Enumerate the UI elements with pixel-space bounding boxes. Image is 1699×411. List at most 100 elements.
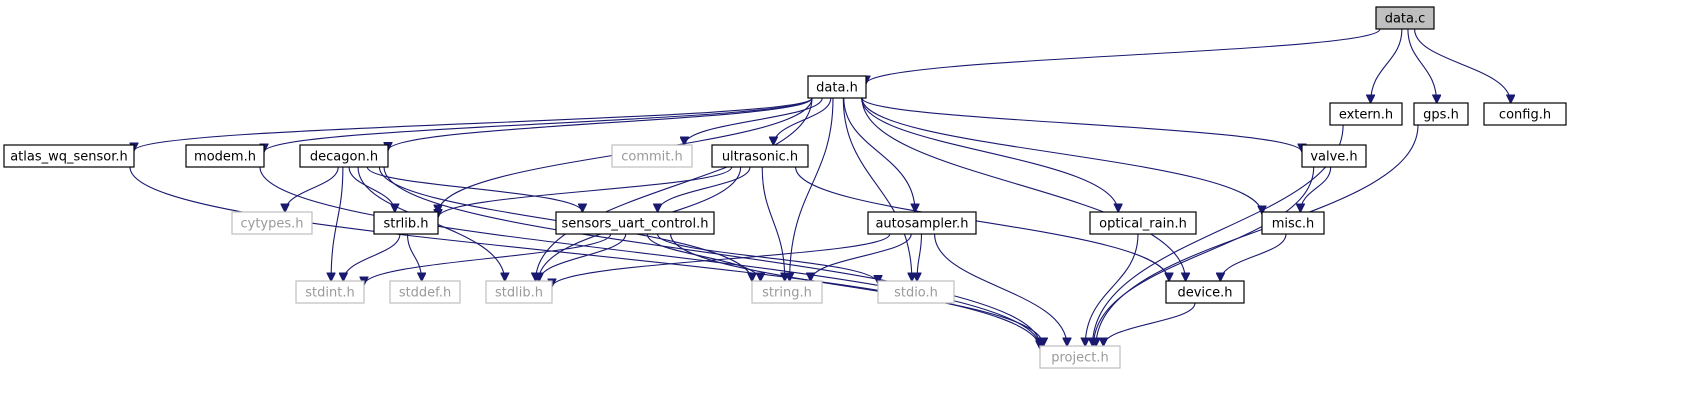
edge-data_h-to-decagon_h — [388, 97, 813, 151]
node-label: cytypes.h — [240, 217, 303, 232]
edge-data_c-to-config_h — [1414, 28, 1511, 103]
edge-decagon_h-to-project_h — [383, 166, 1040, 346]
node-label: stdio.h — [894, 286, 938, 301]
edge-modem_h-to-project_h — [259, 166, 1040, 348]
edge-strlib_h-to-stddef_h — [406, 233, 422, 281]
node-suc-h[interactable]: sensors_uart_control.h — [555, 211, 715, 235]
node-box — [1039, 345, 1121, 369]
edge-autosampler_h-to-project_h — [934, 233, 1067, 346]
edge-decagon_h-to-suc_h — [366, 166, 582, 212]
node-box — [1165, 280, 1245, 304]
node-box — [555, 211, 715, 235]
node-box — [611, 144, 693, 168]
node-label: extern.h — [1339, 108, 1393, 123]
edge-data_h-to-device_h — [861, 97, 1186, 281]
edge-decagon_h-to-strlib_h — [348, 166, 395, 212]
node-box — [373, 211, 439, 235]
edge-data_h-to-stdlib_h — [536, 97, 813, 281]
edge-decagon_h-to-cytypes_h — [285, 166, 339, 212]
node-atlas-h[interactable]: atlas_wq_sensor.h — [3, 144, 135, 168]
node-gps-h[interactable]: gps.h — [1413, 102, 1469, 126]
node-label: ultrasonic.h — [722, 150, 798, 165]
node-box — [3, 144, 135, 168]
edge-strlib_h-to-stdint_h — [343, 233, 401, 281]
edge-ultrasonic_h-to-strlib_h — [438, 166, 733, 218]
edge-suc_h-to-project_h — [670, 233, 1044, 346]
node-valve-h[interactable]: valve.h — [1301, 144, 1367, 168]
node-box — [295, 280, 365, 304]
edge-suc_h-to-stdlib_h — [539, 233, 627, 281]
node-ultrasonic-h[interactable]: ultrasonic.h — [711, 144, 809, 168]
node-label: strlib.h — [383, 217, 428, 232]
node-modem-h[interactable]: modem.h — [185, 144, 265, 168]
node-stdlib-h[interactable]: stdlib.h — [485, 280, 553, 304]
node-label: data.h — [816, 81, 858, 96]
node-box — [867, 211, 977, 235]
node-box — [751, 280, 823, 304]
edge-device_h-to-project_h — [1103, 302, 1196, 346]
node-box — [389, 280, 461, 304]
edge-data_h-to-modem_h — [264, 97, 813, 152]
edge-ultrasonic_h-to-string_h — [761, 166, 785, 281]
node-optical-h[interactable]: optical_rain.h — [1089, 211, 1197, 235]
node-device-h[interactable]: device.h — [1165, 280, 1245, 304]
node-stdint-h[interactable]: stdint.h — [295, 280, 365, 304]
node-strlib-h[interactable]: strlib.h — [373, 211, 439, 235]
edge-gps_h-to-project_h — [1096, 124, 1419, 346]
edge-data_c-to-data_h — [866, 28, 1381, 84]
node-label: string.h — [762, 286, 812, 301]
edge-autosampler_h-to-string_h — [811, 233, 912, 281]
node-cytypes-h[interactable]: cytypes.h — [231, 211, 313, 235]
node-box — [485, 280, 553, 304]
edge-valve_h-to-project_h — [1094, 166, 1315, 346]
node-stdio-h[interactable]: stdio.h — [877, 280, 955, 304]
node-box — [1329, 102, 1403, 126]
node-label: config.h — [1499, 108, 1551, 123]
node-label: commit.h — [621, 150, 683, 165]
edge-data_h-to-valve_h — [861, 97, 1302, 152]
node-config-h[interactable]: config.h — [1483, 102, 1567, 126]
node-label: misc.h — [1272, 217, 1315, 232]
edge-suc_h-to-stdint_h — [364, 233, 612, 285]
node-box — [185, 144, 265, 168]
edge-optical_h-to-project_h — [1085, 233, 1139, 346]
node-label: decagon.h — [310, 150, 378, 165]
node-label: stdint.h — [305, 286, 354, 301]
edge-data_h-to-misc_h — [861, 97, 1262, 214]
edge-data_h-to-ultrasonic_h — [773, 97, 832, 145]
node-label: atlas_wq_sensor.h — [10, 150, 128, 165]
edge-ultrasonic_h-to-device_h — [795, 166, 1169, 281]
node-label: valve.h — [1310, 150, 1357, 165]
edge-data_h-to-string_h — [790, 97, 834, 281]
node-commit-h[interactable]: commit.h — [611, 144, 693, 168]
node-label: stddef.h — [399, 286, 451, 301]
node-misc-h[interactable]: misc.h — [1261, 211, 1325, 235]
edge-data_h-to-optical_h — [860, 97, 1119, 212]
node-label: gps.h — [1423, 108, 1459, 123]
edge-valve_h-to-misc_h — [1300, 166, 1332, 212]
node-box — [1413, 102, 1469, 126]
node-data-c[interactable]: data.c — [1375, 6, 1435, 30]
node-label: modem.h — [194, 150, 256, 165]
node-data-h[interactable]: data.h — [807, 75, 867, 99]
edge-data_c-to-gps_h — [1407, 28, 1437, 103]
node-box — [1261, 211, 1325, 235]
edge-ultrasonic_h-to-suc_h — [658, 166, 751, 212]
edge-data_h-to-autosampler_h — [843, 97, 915, 212]
node-label: device.h — [1177, 286, 1232, 301]
node-stddef-h[interactable]: stddef.h — [389, 280, 461, 304]
node-box — [1483, 102, 1567, 126]
node-label: sensors_uart_control.h — [562, 217, 709, 232]
edge-atlas_h-to-project_h — [129, 166, 1040, 349]
edge-misc_h-to-device_h — [1220, 233, 1287, 281]
node-box — [299, 144, 389, 168]
node-string-h[interactable]: string.h — [751, 280, 823, 304]
edge-suc_h-to-stdio_h — [656, 233, 879, 284]
node-box — [231, 211, 313, 235]
node-autosampler-h[interactable]: autosampler.h — [867, 211, 977, 235]
node-decagon-h[interactable]: decagon.h — [299, 144, 389, 168]
node-label: data.c — [1385, 12, 1426, 27]
node-label: autosampler.h — [875, 217, 968, 232]
node-project-h[interactable]: project.h — [1039, 345, 1121, 369]
node-extern-h[interactable]: extern.h — [1329, 102, 1403, 126]
